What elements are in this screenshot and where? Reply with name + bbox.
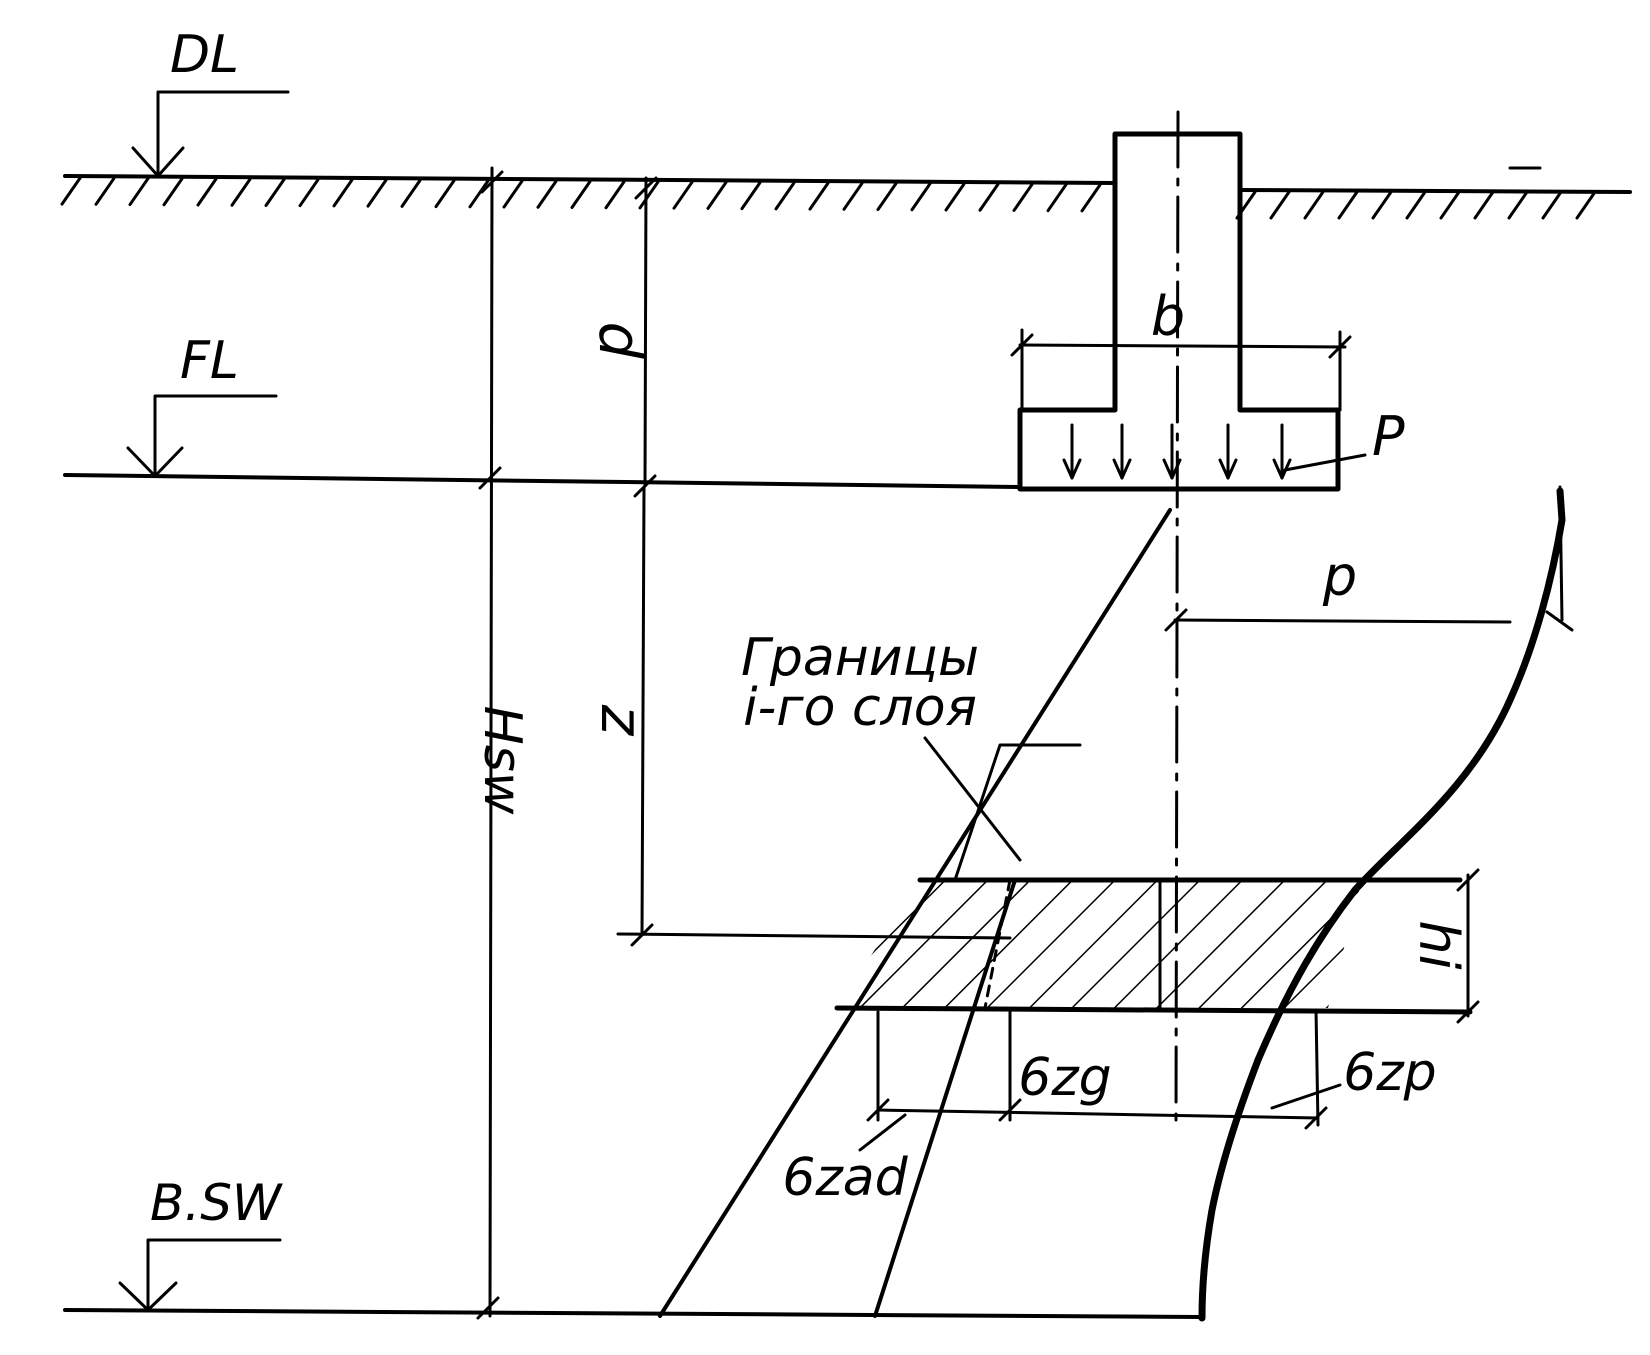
ground-hatch-mark	[944, 182, 966, 212]
z-label: z	[588, 704, 656, 737]
ground-hatch-mark	[366, 178, 388, 208]
ground-surface	[60, 166, 1632, 220]
hsw-label: Hsw	[472, 706, 532, 815]
load-arrow	[1162, 423, 1182, 480]
bsw-level-marker: B.SW	[63, 1174, 1202, 1319]
ground-hatch-mark	[1405, 190, 1427, 220]
ground-hatch-mark	[1575, 190, 1597, 220]
bsw-label: B.SW	[150, 1174, 283, 1232]
ground-hatch-mark	[230, 177, 252, 207]
ground-hatch-mark	[978, 182, 1000, 212]
i-th-layer	[834, 877, 1473, 1015]
ground-hatch-mark	[196, 177, 218, 207]
ground-hatch-mark	[60, 176, 82, 206]
hsw-dimension: Hsw	[472, 166, 532, 1320]
szp-label: 6zp	[1343, 1043, 1436, 1103]
stress-dimensions: 6zg 6zp 6zad	[782, 1008, 1437, 1208]
ground-hatch-mark	[1507, 190, 1529, 220]
ground-hatch-mark	[536, 179, 558, 209]
b-dimension: b	[1010, 285, 1352, 412]
ground-hatch-mark	[876, 182, 898, 212]
ground-hatch-mark	[910, 182, 932, 212]
dl-label: DL	[170, 25, 239, 85]
ground-hatch-mark	[570, 180, 592, 209]
dl-level-marker: DL	[131, 25, 290, 178]
ground-hatch-mark	[1337, 190, 1359, 220]
fl-level-marker: FL	[63, 331, 1022, 489]
b-label: b	[1151, 285, 1185, 348]
load-arrow	[1218, 423, 1238, 480]
ground-hatch-mark	[672, 180, 694, 210]
load-arrow	[1112, 423, 1132, 480]
boundaries-label-line1: Границы	[741, 628, 979, 688]
ground-hatch-mark	[638, 180, 660, 210]
ground-hatch-mark	[468, 179, 490, 209]
ground-hatch-mark	[332, 178, 354, 208]
ground-hatch-mark	[706, 180, 728, 210]
ground-hatch-mark	[1371, 190, 1393, 220]
szad-label: 6zad	[782, 1148, 908, 1208]
d-dimension: d	[586, 176, 658, 498]
foundation	[1017, 110, 1341, 1122]
ground-hatch-mark	[94, 176, 116, 206]
ground-hatch-mark	[434, 179, 456, 209]
load-arrow	[1062, 423, 1082, 480]
ground-hatch-mark	[1080, 183, 1102, 213]
hi-label: hi	[1407, 920, 1470, 969]
ground-hatch-mark	[1012, 182, 1034, 212]
szg-label: 6zg	[1018, 1048, 1111, 1108]
ground-hatch-mark	[774, 181, 796, 211]
boundaries-label-line2: i-го слоя	[743, 678, 977, 738]
p-dimension: p	[1164, 545, 1512, 632]
p-stress-label: p	[1322, 545, 1357, 608]
ground-hatch-mark	[1303, 190, 1325, 220]
ground-hatch-mark	[808, 181, 830, 211]
ground-hatch-mark	[400, 178, 422, 208]
ground-hatch-mark	[1541, 190, 1563, 220]
ground-hatch-mark	[740, 181, 762, 211]
ground-hatch-mark	[1046, 183, 1068, 213]
ground-hatch-mark	[264, 177, 286, 207]
ground-hatch-mark	[1269, 190, 1291, 220]
load-p-label: P	[1372, 405, 1405, 468]
ground-hatch-mark	[502, 179, 524, 209]
ground-hatch-mark	[128, 177, 150, 207]
ground-hatch-mark	[1439, 190, 1461, 220]
ground-hatch-mark	[162, 177, 184, 207]
ground-hatch-mark	[604, 180, 626, 210]
ground-hatch-mark	[1473, 190, 1495, 220]
ground-hatch-mark	[842, 181, 864, 211]
d-label: d	[586, 322, 654, 360]
load-arrow	[1272, 423, 1292, 480]
layer-boundary-callout: Границы i-го слоя	[741, 628, 1082, 882]
ground-hatch-mark	[298, 178, 320, 208]
hi-dimension: hi	[1407, 868, 1480, 1024]
fl-label: FL	[180, 331, 239, 391]
load-arrows: P	[1062, 405, 1405, 480]
